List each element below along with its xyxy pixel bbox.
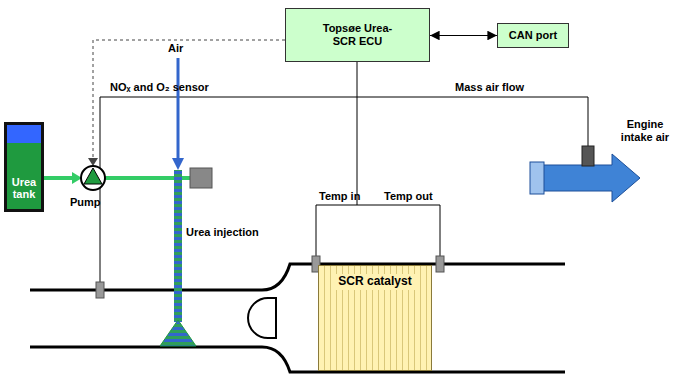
annotation-label: Urea injection: [186, 226, 259, 239]
scr-catalyst: SCR catalyst: [318, 265, 432, 371]
mixer: [248, 298, 276, 338]
annotation-label: NOₓ and O₂ sensor: [110, 81, 209, 94]
mixing-valve: [190, 168, 212, 188]
annotation-label: Temp out: [384, 190, 433, 203]
arrowhead: [88, 158, 98, 166]
annotation-label: Air: [168, 42, 183, 55]
maf-wire: [357, 97, 588, 146]
annotation-label: Temp in: [319, 190, 360, 203]
ecu-wire: [357, 62, 358, 205]
node-text: Topsøe Urea-SCR ECU: [318, 22, 398, 47]
connector-arrow: [430, 35, 497, 36]
node-text: Urea tank: [9, 176, 39, 201]
exhaust-pipe: [30, 264, 565, 372]
node-text: SCR catalyst: [335, 274, 414, 290]
annotation-label: Engine intake air: [610, 118, 680, 143]
maf-sensor: [582, 146, 594, 166]
pump-symbol: [84, 168, 102, 184]
temp-sensor: [436, 256, 444, 272]
intake-inlet: [530, 162, 544, 194]
pump-symbol: [81, 166, 105, 190]
nox-sensor: [96, 282, 104, 298]
spray-cone: [160, 320, 196, 346]
air-line: [177, 58, 180, 162]
sensor-wire: [100, 97, 357, 282]
urea-line: [42, 176, 74, 180]
ecu-box: Topsøe Urea-SCR ECU: [285, 8, 430, 62]
arrowhead: [172, 158, 184, 170]
annotation-label: Pump: [70, 196, 101, 209]
urea-tank: Urea tank: [4, 122, 44, 212]
control-line: [93, 40, 285, 164]
annotation-label: Mass air flow: [455, 81, 524, 94]
node-text: CAN port: [509, 29, 557, 42]
temp-wire: [316, 205, 440, 256]
can-port-box: CAN port: [497, 23, 569, 48]
injection-line: [174, 170, 182, 322]
